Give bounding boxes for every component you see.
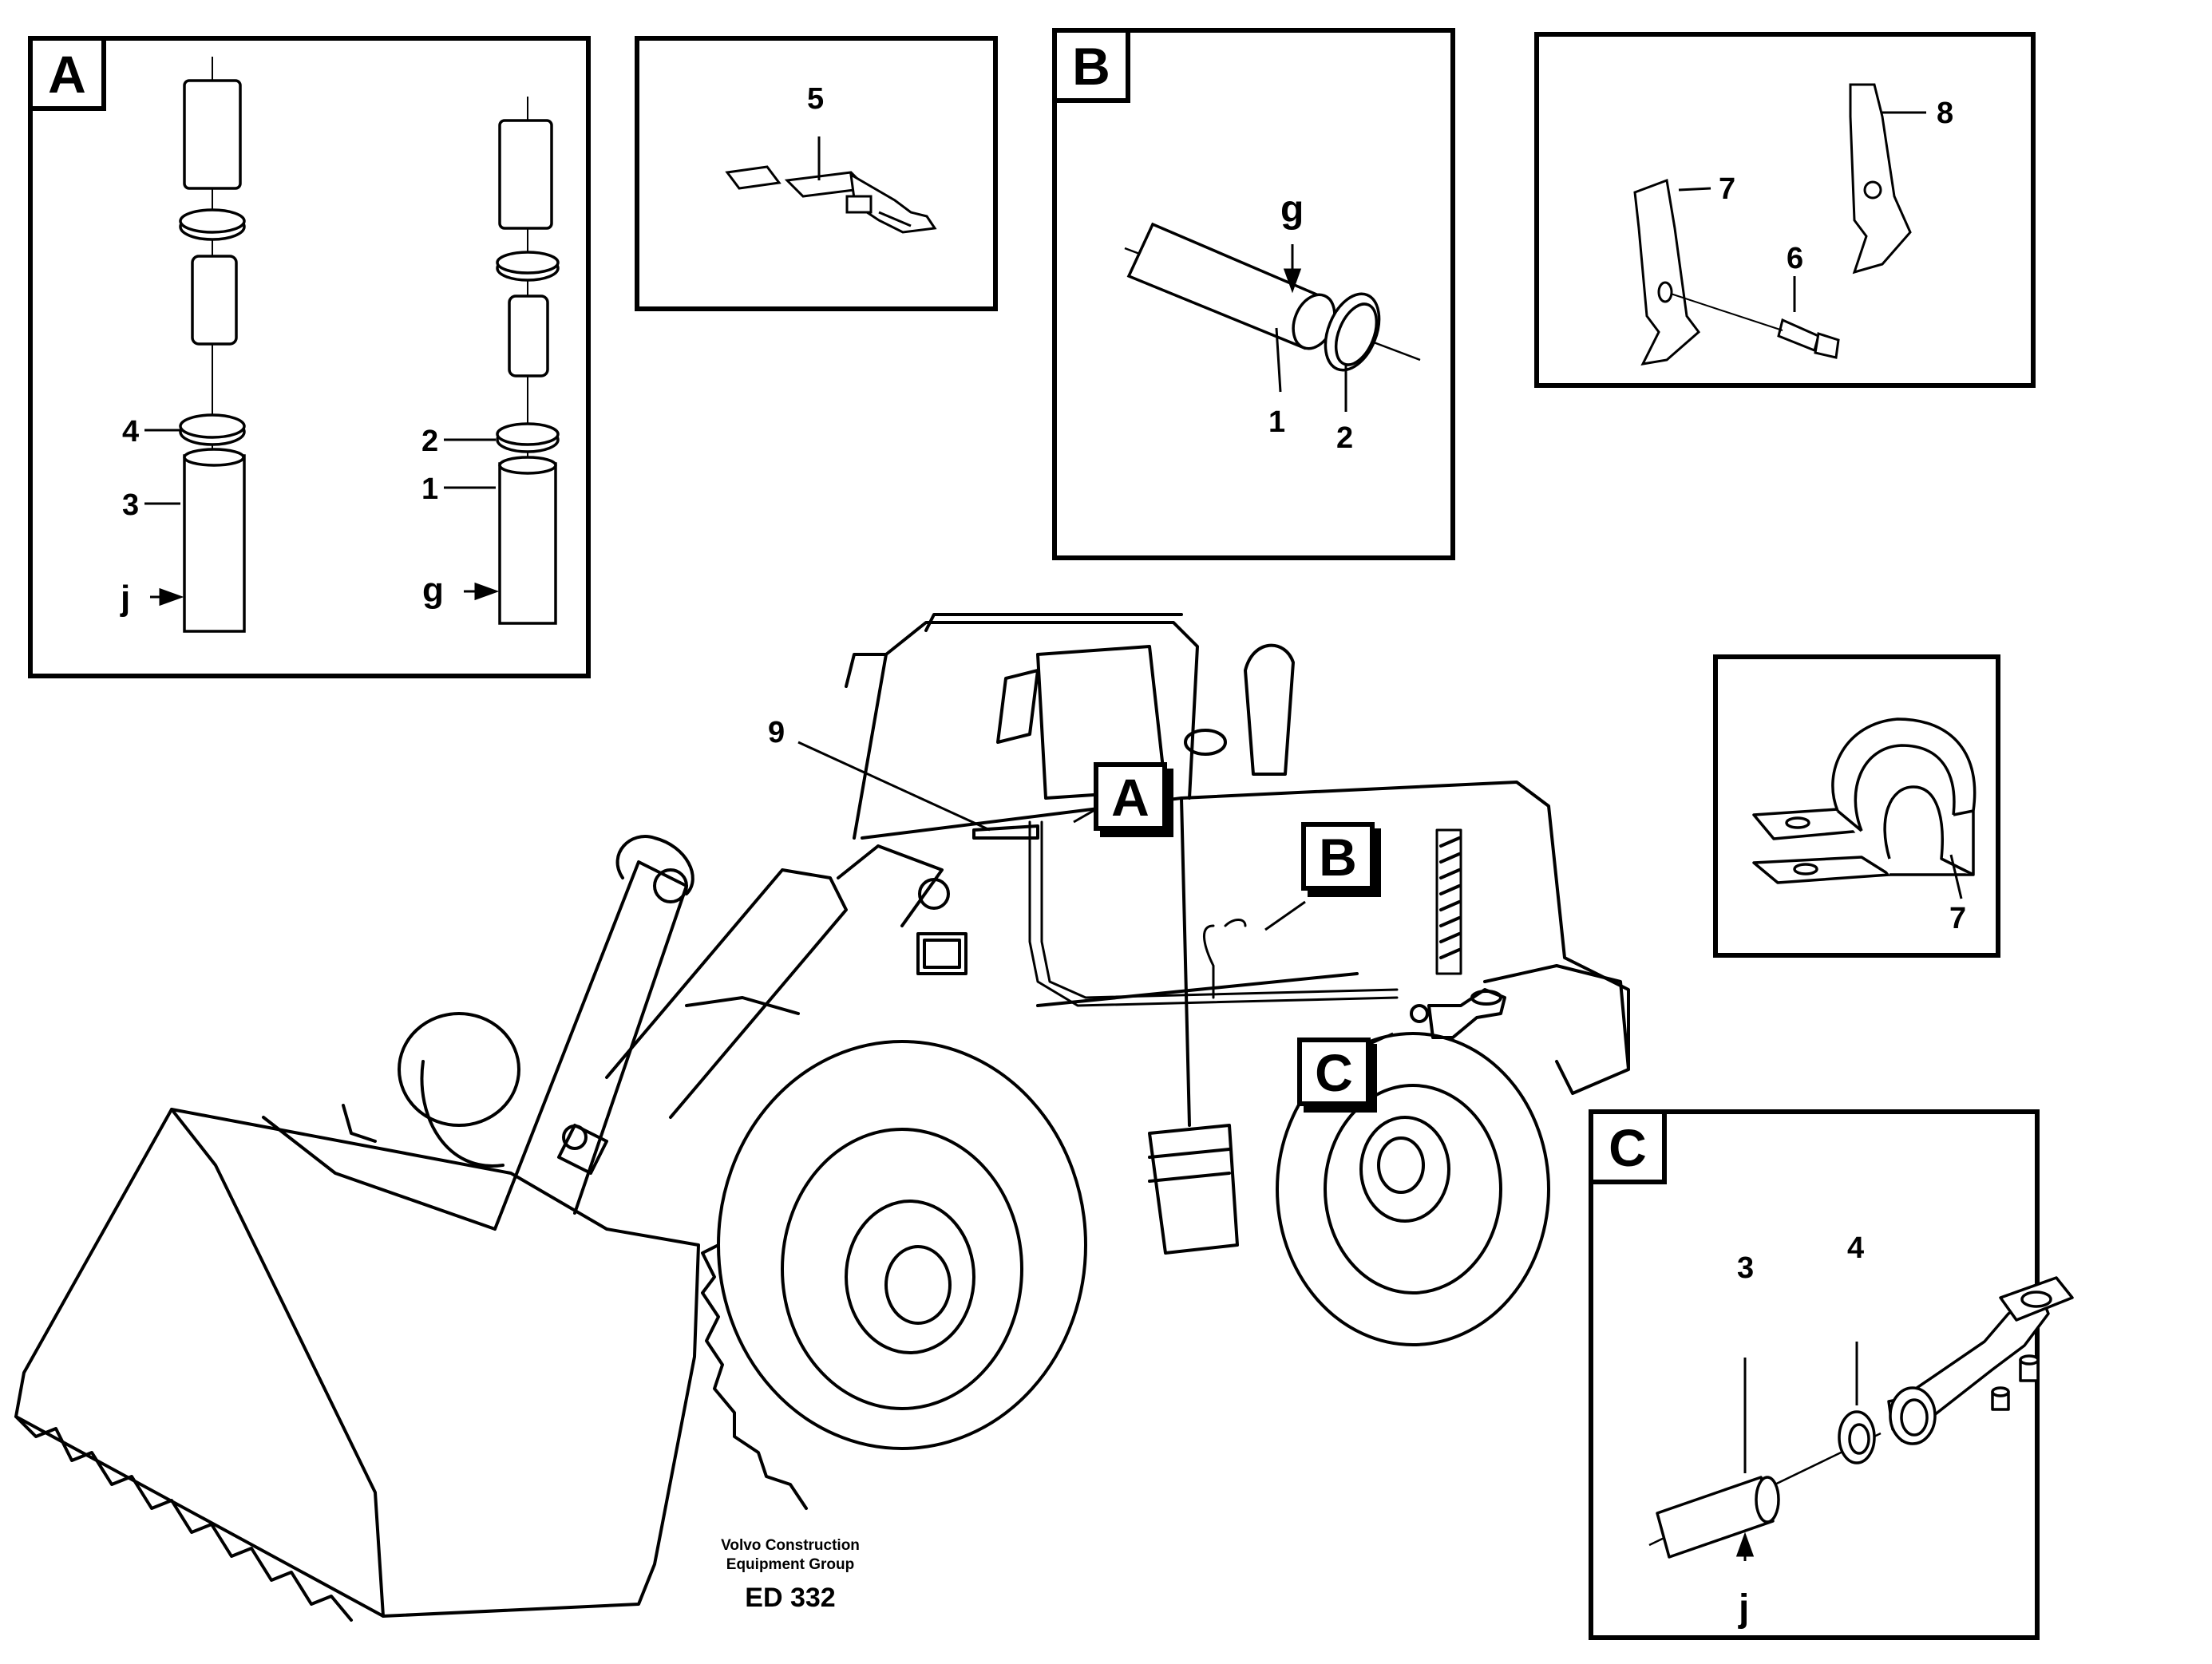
panel-tag-b: B	[1057, 33, 1130, 103]
detail-panel-parts-6-7-8: 8 7 6	[1534, 32, 2036, 388]
detail-panel-c: C	[1589, 1109, 2074, 1640]
panel-c-label-4: 4	[1847, 1231, 1864, 1265]
drawing-code: ED 332	[745, 1583, 836, 1613]
callout-c[interactable]: C	[1297, 1038, 1371, 1106]
publisher-line-2: Equipment Group	[726, 1556, 855, 1573]
panel-a-label-2: 2	[421, 425, 438, 458]
panel-678-illustration: 8 7 6	[1633, 83, 1953, 366]
panel-5-illustration: 5	[725, 82, 937, 234]
callout-b[interactable]: B	[1301, 822, 1375, 891]
publisher-line-1: Volvo Construction	[721, 1537, 860, 1554]
panel-clamp-illustration: 7	[1752, 717, 1977, 935]
panel-a-label-g: g	[422, 571, 444, 610]
panel-a-illustration: 4 3 j 2 1 g	[120, 57, 560, 633]
publisher-footer: Volvo Construction Equipment Group ED 33…	[671, 1536, 910, 1614]
detail-panel-b: B g 1 2	[1052, 28, 1455, 560]
panel-c-label-3: 3	[1737, 1251, 1754, 1285]
detail-panel-a: A	[28, 36, 591, 678]
panel-a-label-3: 3	[122, 488, 139, 522]
detail-panel-part-5: 5	[635, 36, 998, 311]
panel-5-label-5: 5	[807, 82, 824, 116]
panel-b-label-1: 1	[1268, 405, 1285, 439]
panel-678-label-7: 7	[1719, 172, 1735, 206]
chassis	[861, 781, 1630, 1095]
label-9: 9	[768, 716, 785, 749]
panel-c-label-j: j	[1738, 1587, 1749, 1630]
panel-b-label-g: g	[1280, 188, 1304, 231]
panel-tag-a: A	[33, 41, 106, 111]
front-tire	[398, 1012, 520, 1127]
hose-route	[1028, 820, 1399, 1007]
callout-a[interactable]: A	[1094, 762, 1167, 831]
exhaust-stack	[1244, 643, 1295, 776]
cab	[853, 621, 1199, 840]
panel-a-label-1: 1	[421, 472, 438, 506]
panel-678-label-6: 6	[1787, 242, 1803, 275]
bucket-teeth	[14, 1415, 353, 1622]
panel-b-illustration: g 1 2	[1124, 188, 1421, 455]
panel-b-label-2: 2	[1336, 421, 1353, 455]
bucket	[14, 1108, 700, 1618]
front-wheel	[717, 1040, 1087, 1450]
panel-a-label-4: 4	[122, 415, 139, 449]
rear-wheel	[1276, 1032, 1550, 1346]
panel-a-label-j: j	[120, 579, 130, 618]
panel-678-label-8: 8	[1937, 97, 1953, 130]
panel-clamp-label-7: 7	[1949, 902, 1966, 935]
detail-panel-clamp: 7	[1713, 654, 2000, 958]
panel-tag-c: C	[1593, 1114, 1667, 1184]
panel-c-illustration: 3 4 j	[1648, 1231, 2074, 1630]
